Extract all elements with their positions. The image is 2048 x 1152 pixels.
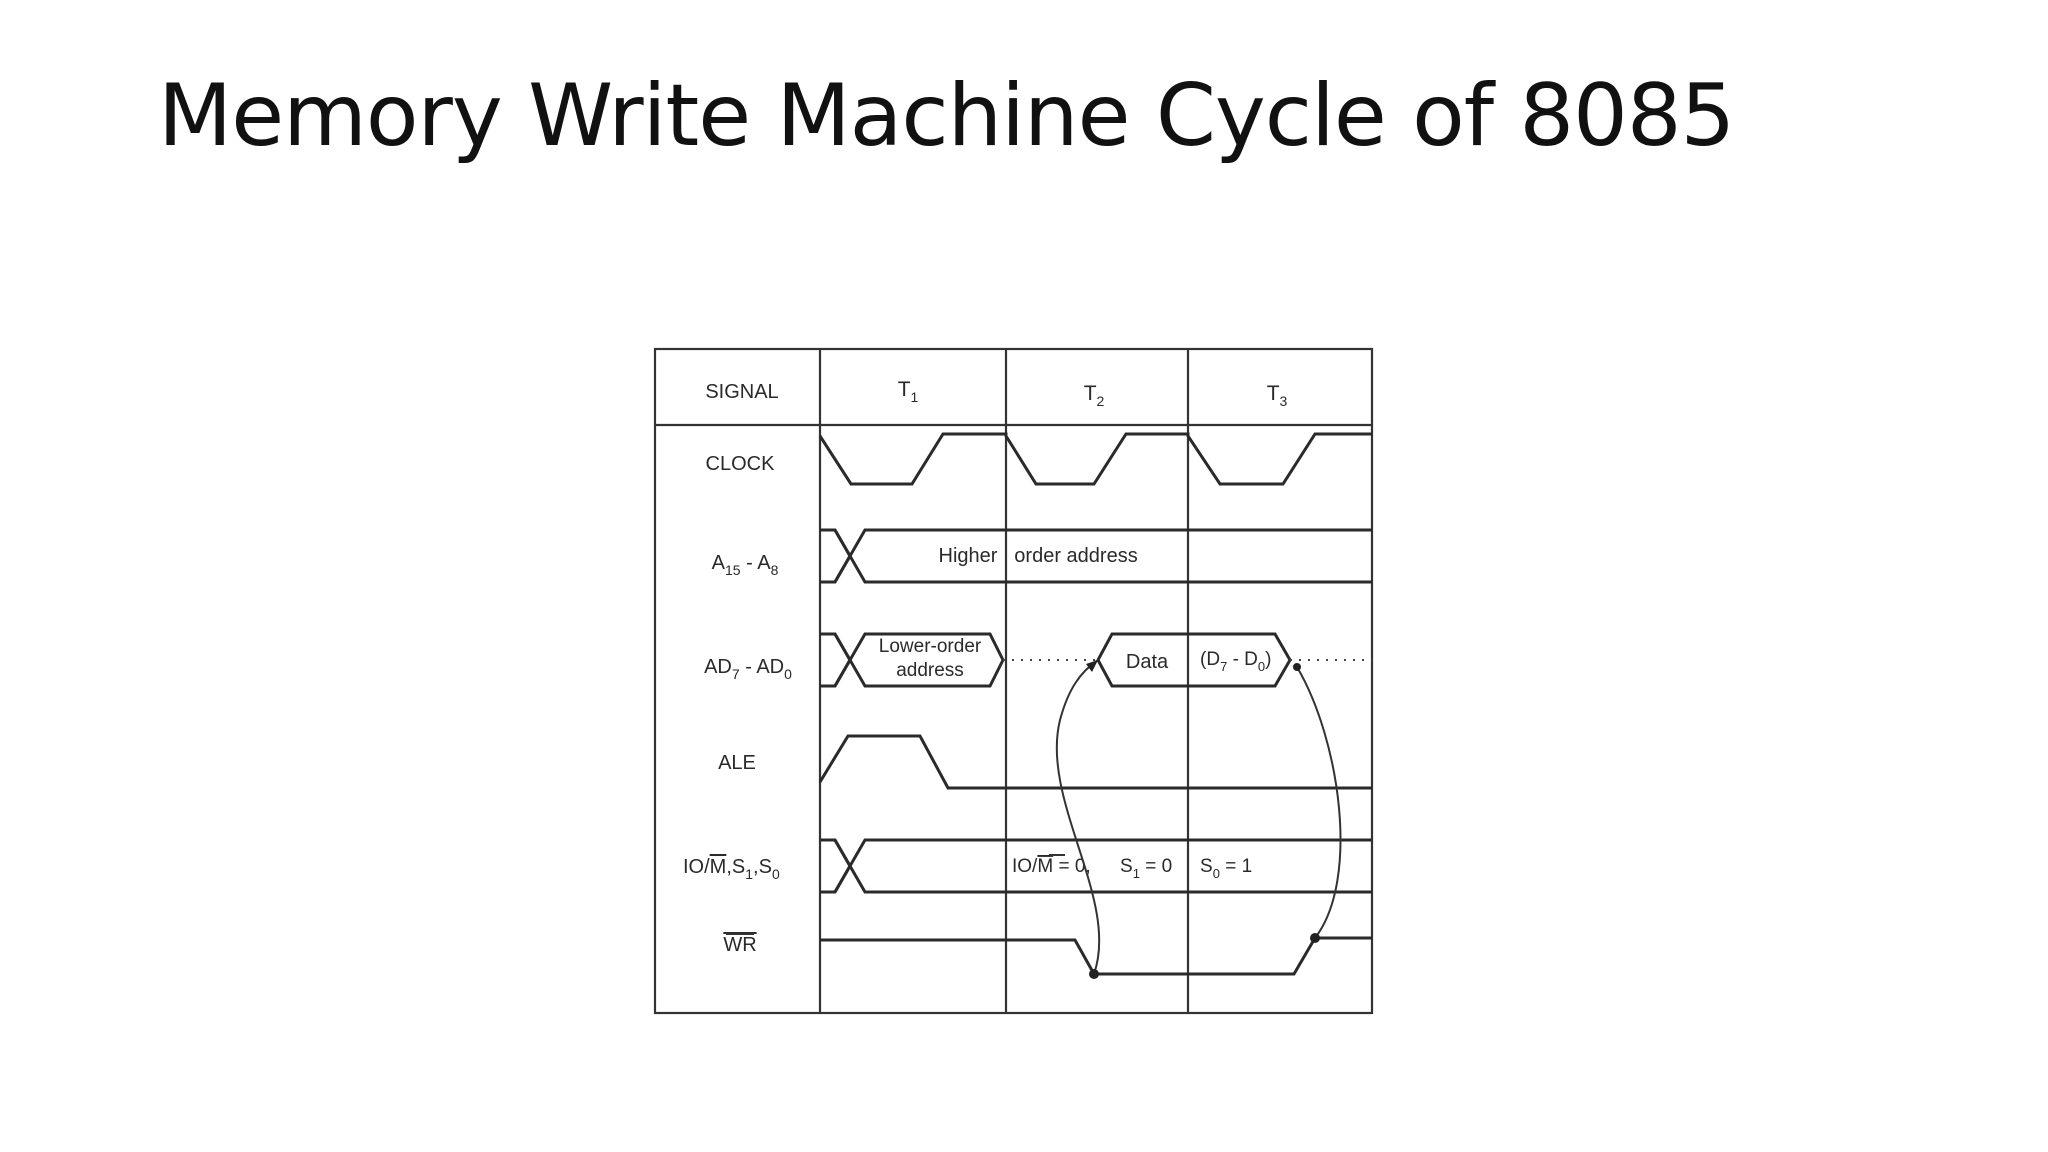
signal-ad7-ad0-label: AD7 - AD0	[704, 656, 792, 682]
s1-value-label: S1 = 0	[1120, 856, 1172, 881]
wr-to-data-arrow	[1055, 659, 1101, 975]
header-t1: T1	[898, 378, 919, 405]
iom-value-label: IO/M = 0,	[1012, 856, 1091, 877]
data-start-arrowhead	[1086, 660, 1098, 672]
signal-labels: CLOCK A15 - A8 AD7 - AD0 ALE IO/M,S1,S0 …	[683, 453, 792, 956]
signal-ale-label: ALE	[718, 752, 756, 774]
signal-iom-label: IO/M,S1,S0	[683, 856, 780, 882]
data-label: Data	[1126, 651, 1169, 673]
s0-value-label: S0 = 1	[1200, 856, 1252, 881]
header-t2: T2	[1084, 382, 1105, 409]
table-grid	[653, 347, 1374, 1015]
signal-a15-a8-label: A15 - A8	[712, 552, 779, 578]
higher-label: Higher	[939, 545, 998, 567]
data-end-dot	[1293, 663, 1301, 671]
clock-waveform	[818, 432, 1372, 486]
d7-d0-label: (D7 - D0)	[1200, 649, 1271, 674]
iom-status-bus	[820, 838, 1372, 894]
ad7-ad0-bus	[820, 632, 1372, 688]
slide-title: Memory Write Machine Cycle of 8085	[158, 66, 1735, 166]
lower-order-label-2: address	[896, 660, 964, 681]
wr-waveform	[820, 936, 1372, 976]
wr-fall-dot	[1089, 969, 1099, 979]
header-signal: SIGNAL	[705, 381, 778, 403]
a15-a8-bus	[820, 528, 1372, 584]
lower-order-label-1: Lower-order	[879, 636, 982, 657]
table-header: SIGNAL T1 T2 T3	[705, 378, 1287, 409]
ale-waveform	[818, 734, 1372, 790]
table-border	[653, 347, 1374, 1015]
signal-clock-label: CLOCK	[706, 453, 776, 475]
wr-rise-dot	[1310, 933, 1320, 943]
signal-wr-label: WR	[723, 934, 756, 956]
order-address-label: order address	[1014, 545, 1137, 567]
header-t3: T3	[1267, 382, 1288, 409]
data-to-wr-arrow	[1296, 666, 1342, 939]
